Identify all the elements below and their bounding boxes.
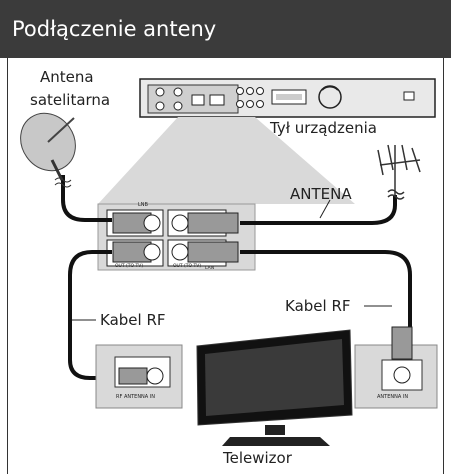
plug-out-left (112, 241, 161, 263)
tv-rf-panel: RF ANTENNA IN (95, 344, 183, 409)
page-title: Podłączenie anteny (0, 0, 451, 58)
plug-out-right (171, 241, 239, 263)
antenna-sat-line1: Antena (40, 68, 94, 86)
antenna-icon (377, 144, 421, 200)
cables (61, 175, 412, 380)
cable-rf-left (68, 250, 130, 380)
antenna-in-label: ANTENNA IN (377, 394, 408, 400)
antenna-pointer (319, 199, 331, 219)
cable-satellite (61, 175, 112, 222)
rf-cable-left-label: Kabel RF (100, 311, 166, 329)
device-rear-panel (139, 78, 436, 118)
lan-label: LAN (205, 265, 214, 271)
antenna-sat-line2: satelitarna (30, 91, 110, 109)
cable-rf-right (240, 250, 412, 330)
content-frame (7, 58, 444, 474)
cable-antenna (240, 195, 397, 225)
tv-label: Telewizor (222, 449, 293, 467)
lnb-label: LNB (138, 202, 149, 208)
rf-cable-right-label: Kabel RF (285, 297, 351, 315)
plug-lnb (112, 212, 161, 234)
out-to-tv-label-2: OUT (TO TV) (173, 263, 201, 269)
plug-antenna-in (171, 212, 239, 234)
rf-antenna-in-label: RF ANTENNA IN (116, 394, 155, 400)
tv-antenna-panel: ANTENNA IN (354, 326, 438, 409)
antenna-label: ANTENA (290, 185, 352, 203)
out-to-tv-label-1: OUT (TO TV) (115, 263, 143, 269)
tv-icon (196, 329, 353, 446)
satellite-dish-icon (20, 112, 76, 188)
device-rear-label: Tył urządzenia (269, 119, 377, 137)
